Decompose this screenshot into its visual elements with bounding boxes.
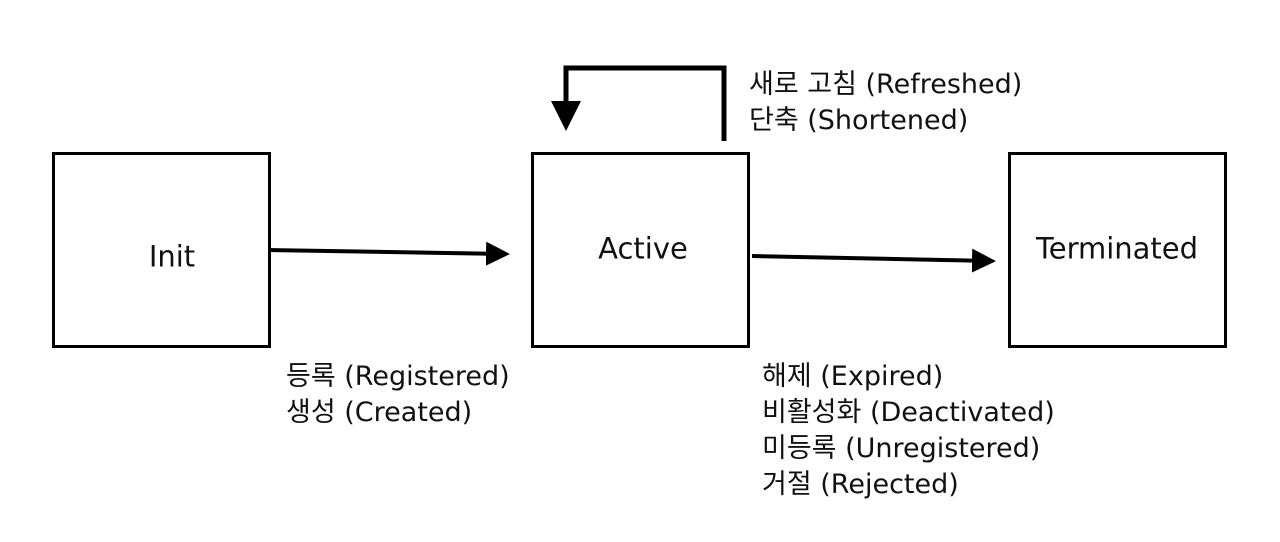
state-active-box [531, 152, 750, 348]
arrow-active-self-loop [551, 65, 727, 141]
transition-labels-active-to-terminated: 해제 (Expired) 비활성화 (Deactivated) 미등록 (Unr… [762, 359, 1055, 503]
state-init-box [52, 152, 271, 348]
transition-label: 생성 (Created) [286, 397, 473, 428]
transition-label: 새로 고침 (Refreshed) [749, 69, 1023, 100]
transition-label: 비활성화 (Deactivated) [762, 397, 1055, 428]
state-init-label: Init [148, 239, 196, 274]
transition-label: 거절 (Rejected) [762, 469, 959, 500]
state-active-label: Active [598, 231, 688, 266]
transition-label: 단축 (Shortened) [749, 105, 969, 136]
state-terminated-box [1008, 152, 1227, 348]
arrow-active-to-terminated [751, 248, 996, 273]
transition-labels-active-self: 새로 고침 (Refreshed) 단축 (Shortened) [749, 67, 1022, 139]
transition-label: 미등록 (Unregistered) [762, 433, 1041, 464]
state-terminated-label: Terminated [1035, 231, 1199, 266]
arrow-init-to-active [265, 241, 510, 266]
transition-labels-init-to-active: 등록 (Registered) 생성 (Created) [286, 359, 510, 431]
transition-label: 해제 (Expired) [762, 361, 944, 392]
transition-label: 등록 (Registered) [286, 361, 510, 392]
